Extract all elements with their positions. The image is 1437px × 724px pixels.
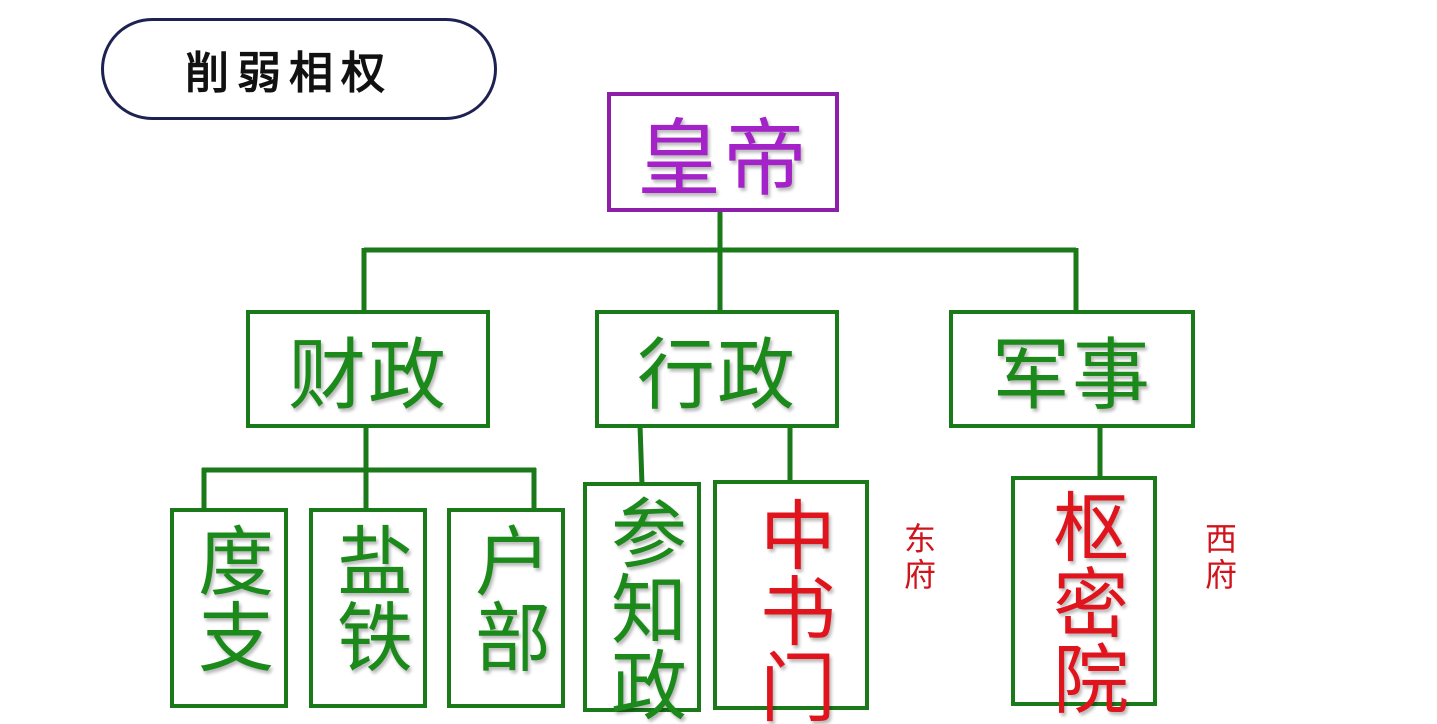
west-office-note: 西府 [1200,522,1238,594]
finance-label: 财政 [287,331,448,421]
duzhi-label: 度支 [185,522,274,674]
yantie-box: 盐铁 [309,508,427,708]
canzhizheng-label: 参知政 [598,494,687,722]
connector-lines [201,210,1103,510]
military-label: 军事 [991,331,1152,421]
administration-box: 行政 [595,310,839,428]
emperor-box: 皇帝 [607,92,839,212]
yantie-label: 盐铁 [324,522,413,674]
military-box: 军事 [949,310,1195,428]
diagram-title: 削弱相权 [185,48,393,99]
east-office-note: 东府 [899,522,937,594]
zhongshumen-box: 中书门 [713,480,869,724]
canzhizheng-box: 参知政 [583,482,701,722]
title-pill: 削弱相权 [101,18,497,120]
hubu-box: 户部 [447,508,565,708]
zhongshumen-label: 中书门 [747,496,836,724]
shumiyuan-box: 枢密院 [1011,476,1157,716]
shumiyuan-label: 枢密院 [1040,488,1129,716]
duzhi-box: 度支 [170,508,288,708]
hubu-label: 户部 [462,522,551,674]
emperor-label: 皇帝 [636,109,809,208]
administration-label: 行政 [636,331,797,421]
finance-box: 财政 [246,310,490,428]
